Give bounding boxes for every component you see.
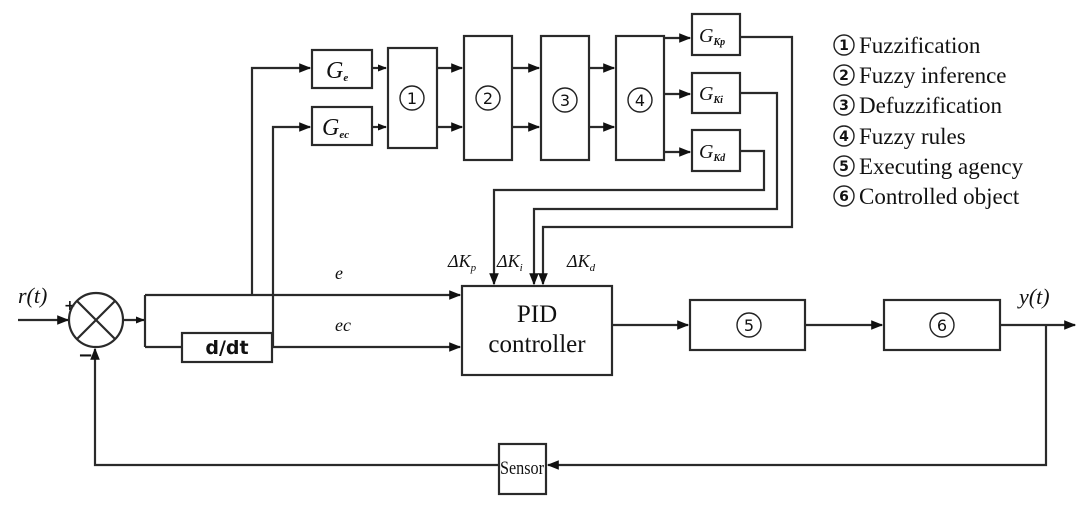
svg-text:Controlled object: Controlled object bbox=[859, 184, 1020, 209]
legend-item: 5 Executing agency bbox=[833, 154, 1024, 179]
delta-kp-route bbox=[489, 149, 766, 286]
svg-text:2: 2 bbox=[839, 68, 849, 84]
step4-circle bbox=[627, 87, 653, 113]
step5-number: 5 bbox=[744, 316, 754, 335]
feedback-to-junction-line bbox=[90, 347, 499, 467]
step2-number: 2 bbox=[483, 89, 493, 108]
derivative-block bbox=[180, 331, 274, 364]
delta-kp-label: ΔKp bbox=[447, 251, 477, 274]
step4-number: 4 bbox=[635, 91, 645, 110]
pid-controller-block bbox=[460, 284, 614, 377]
step6-circle bbox=[929, 312, 955, 338]
svg-text:Executing agency: Executing agency bbox=[859, 154, 1024, 179]
ge-block-label: Ge bbox=[326, 58, 348, 84]
e-to-ge-line bbox=[250, 63, 312, 295]
svg-text:Defuzzification: Defuzzification bbox=[859, 93, 1003, 118]
gec-block bbox=[310, 105, 374, 147]
delta-ki-route bbox=[529, 91, 779, 286]
minus-sign: − bbox=[78, 345, 93, 366]
error-change-signal-label: ec bbox=[335, 315, 351, 335]
svg-text:1: 1 bbox=[839, 38, 849, 54]
svg-text:Fuzzification: Fuzzification bbox=[859, 33, 981, 58]
output-signal-label: y(t) bbox=[1017, 284, 1050, 309]
sensor-block bbox=[497, 442, 548, 496]
legend: 1 Fuzzification 2 Fuzzy inference 3 Defu… bbox=[833, 33, 1024, 209]
legend-item: 3 Defuzzification bbox=[833, 93, 1003, 118]
svg-text:6: 6 bbox=[839, 189, 849, 205]
plus-sign: + bbox=[64, 298, 76, 314]
step1-number: 1 bbox=[407, 89, 417, 108]
feedback-to-sensor-line bbox=[546, 325, 1048, 470]
step1-circle bbox=[399, 85, 425, 111]
gkd-block-label: GKd bbox=[699, 141, 726, 164]
gec-block-label: Gec bbox=[322, 115, 349, 141]
delta-kd-route bbox=[538, 35, 794, 286]
svg-text:Fuzzy inference: Fuzzy inference bbox=[859, 63, 1007, 88]
ec-to-gec-line bbox=[271, 122, 312, 347]
svg-text:5: 5 bbox=[839, 159, 849, 175]
gki-block-label: GKi bbox=[699, 83, 723, 106]
delta-kd-label: ΔKd bbox=[566, 251, 596, 274]
pid-label-line2: controller bbox=[488, 331, 586, 358]
step2-circle bbox=[475, 85, 501, 111]
svg-text:Fuzzy rules: Fuzzy rules bbox=[859, 124, 966, 149]
sensor-label: Sensor bbox=[500, 458, 545, 479]
defuzzification-block bbox=[539, 34, 591, 162]
svg-text:4: 4 bbox=[839, 129, 849, 145]
error-signal-label: e bbox=[335, 263, 343, 283]
legend-item: 6 Controlled object bbox=[833, 184, 1020, 209]
gkp-block bbox=[690, 12, 742, 57]
svg-text:3: 3 bbox=[839, 98, 849, 114]
pid-label-line1: PID bbox=[517, 301, 557, 328]
derivative-block-label: d/dt bbox=[205, 337, 248, 359]
step3-circle bbox=[552, 87, 578, 113]
step6-number: 6 bbox=[937, 316, 947, 335]
legend-item: 4 Fuzzy rules bbox=[833, 124, 966, 149]
gkd-block bbox=[690, 128, 742, 173]
summing-junction bbox=[67, 291, 125, 349]
step3-number: 3 bbox=[560, 91, 570, 110]
delta-ki-label: ΔKi bbox=[496, 251, 523, 274]
input-signal-label: r(t) bbox=[18, 283, 47, 308]
step5-circle bbox=[736, 312, 762, 338]
legend-item: 2 Fuzzy inference bbox=[833, 63, 1007, 88]
legend-item: 1 Fuzzification bbox=[833, 33, 981, 58]
gkp-block-label: GKp bbox=[699, 25, 725, 48]
